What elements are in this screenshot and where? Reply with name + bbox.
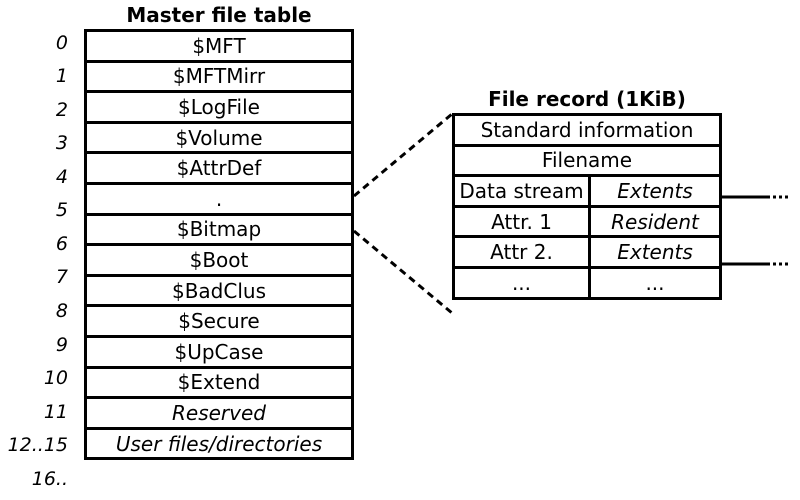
mft-title: Master file table <box>126 3 312 27</box>
mft-index: 3 <box>55 132 68 154</box>
mft-index: 10 <box>43 367 68 389</box>
record-attr-storage: Extents <box>617 178 693 203</box>
mft-index: 0 <box>55 32 68 54</box>
record-more: ... <box>645 270 665 295</box>
mft-index: 1 <box>55 65 68 87</box>
record-row: ... ... <box>452 265 722 300</box>
record-attr-name: Attr. 1 <box>455 207 591 236</box>
record-more: ... <box>455 268 591 297</box>
mft-index: 8 <box>55 300 68 322</box>
record-standard-information: Standard information <box>480 117 694 142</box>
record-attr-name: Data stream <box>455 177 591 205</box>
mft-index: 9 <box>55 334 68 356</box>
mft-entry-user-files: User files/directories <box>84 426 354 461</box>
mft-index: 4 <box>55 166 68 188</box>
record-attr-storage: Resident <box>611 209 699 234</box>
record-attr-name: Attr 2. <box>455 238 591 266</box>
master-file-table: $MFT $MFTMirr $LogFile $Volume $AttrDef … <box>84 29 354 461</box>
record-row: Filename <box>452 143 722 178</box>
mft-index: 6 <box>55 233 68 255</box>
mft-index: 16.. <box>31 468 68 490</box>
zoom-connector-top <box>353 112 453 198</box>
mft-index: 11 <box>43 401 68 423</box>
mft-index: 2 <box>55 99 68 121</box>
record-filename: Filename <box>541 148 633 173</box>
zoom-connector-bottom <box>353 229 453 315</box>
record-attr-storage: Extents <box>617 240 693 265</box>
mft-index: 12..15 <box>7 434 68 456</box>
mft-index: 5 <box>55 199 68 221</box>
mft-index: 7 <box>55 266 68 288</box>
file-record-table: Standard information Filename Data strea… <box>452 113 722 300</box>
file-record-title: File record (1KiB) <box>488 87 686 111</box>
